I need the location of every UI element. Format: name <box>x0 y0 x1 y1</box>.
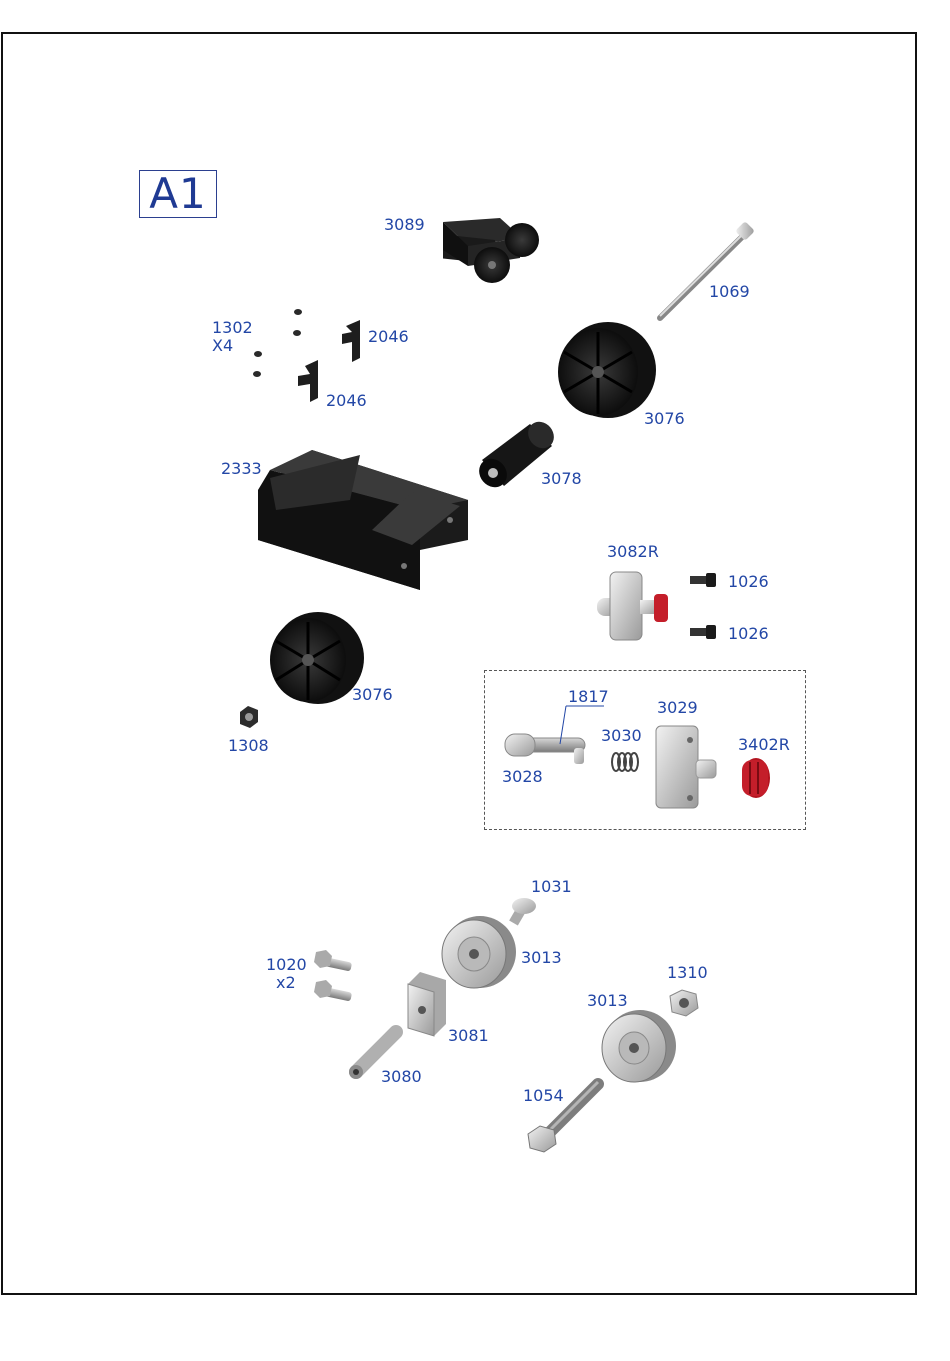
label-3028: 3028 <box>502 768 543 786</box>
label-2333: 2333 <box>221 460 262 478</box>
label-1026-upper: 1026 <box>728 573 769 591</box>
label-1031: 1031 <box>531 878 572 896</box>
label-1310: 1310 <box>667 964 708 982</box>
part-2333-frame <box>258 450 468 590</box>
part-1020-bolt-upper <box>314 950 352 972</box>
label-1054: 1054 <box>523 1087 564 1105</box>
part-3082R-assembly <box>597 572 668 640</box>
label-3013-lower: 3013 <box>587 992 628 1010</box>
label-1302: 1302 <box>212 319 253 337</box>
label-3078: 3078 <box>541 470 582 488</box>
part-1302-nuts <box>253 309 302 377</box>
label-3076-upper: 3076 <box>644 410 685 428</box>
part-2046-clip-upper <box>342 320 360 362</box>
label-1020: 1020 <box>266 956 307 974</box>
part-1308-nut <box>240 706 258 728</box>
label-1026-lower: 1026 <box>728 625 769 643</box>
label-1020-quantity: x2 <box>276 974 296 992</box>
part-1026-screw-lower <box>690 625 716 639</box>
label-3089: 3089 <box>384 216 425 234</box>
label-2046-lower: 2046 <box>326 392 367 410</box>
part-3013-pulley-upper <box>442 916 516 988</box>
part-1031-screw <box>509 898 536 926</box>
part-1310-nut <box>670 990 698 1016</box>
label-3076-lower: 3076 <box>352 686 393 704</box>
part-2046-clip-lower <box>298 360 318 402</box>
label-3402R: 3402R <box>738 736 790 754</box>
label-1302-quantity: X4 <box>212 337 233 355</box>
part-3076-wheel-upper <box>558 322 656 418</box>
label-3029: 3029 <box>657 699 698 717</box>
label-3081: 3081 <box>448 1027 489 1045</box>
part-3081-block <box>408 972 446 1036</box>
label-3013-upper: 3013 <box>521 949 562 967</box>
part-1069-long-bolt <box>660 221 755 318</box>
part-1026-screw-upper <box>690 573 716 587</box>
part-3013-pulley-lower <box>602 1010 676 1082</box>
part-3076-wheel-lower <box>270 612 364 704</box>
label-3082R: 3082R <box>607 543 659 561</box>
label-1817: 1817 <box>568 688 609 706</box>
label-1069: 1069 <box>709 283 750 301</box>
part-3089-caster <box>443 218 539 283</box>
part-1020-bolt-lower <box>314 980 352 1002</box>
label-2046-upper: 2046 <box>368 328 409 346</box>
label-3030: 3030 <box>601 727 642 745</box>
label-3080: 3080 <box>381 1068 422 1086</box>
label-1308: 1308 <box>228 737 269 755</box>
